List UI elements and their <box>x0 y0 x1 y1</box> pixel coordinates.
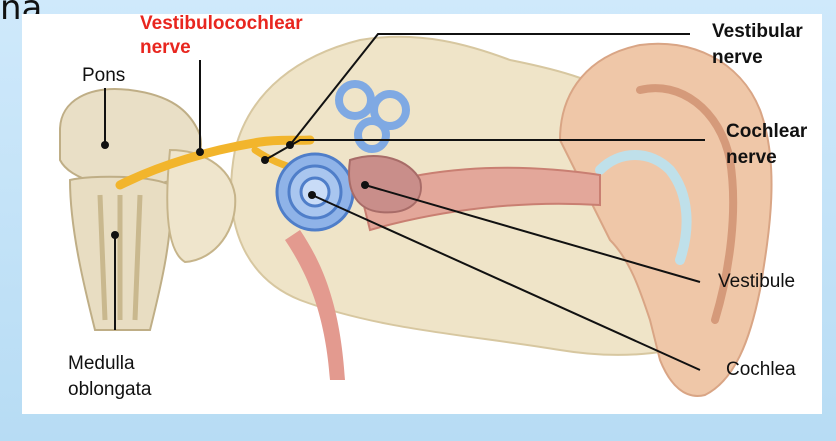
label-cochlear-line1: Cochlear <box>726 120 807 144</box>
label-medulla-line1: Medulla <box>68 352 135 376</box>
leader-dot-pons <box>101 141 109 149</box>
label-cochlea: Cochlea <box>726 358 796 382</box>
label-pons: Pons <box>82 64 125 88</box>
label-cochlear-line2: nerve <box>726 146 777 170</box>
label-vestibule: Vestibule <box>718 270 795 294</box>
label-vestibulocochlear-line1: Vestibulocochlear <box>140 12 303 36</box>
leader-dot-cochlear <box>261 156 269 164</box>
label-vestibular-line1: Vestibular <box>712 20 803 44</box>
label-vestibular-line2: nerve <box>712 46 763 70</box>
leader-dot-medulla <box>111 231 119 239</box>
leader-dot-vestibulocochlear <box>196 148 204 156</box>
leader-dot-vestibule <box>361 181 369 189</box>
leader-dot-cochlea <box>308 191 316 199</box>
label-medulla-line2: oblongata <box>68 378 151 402</box>
label-vestibulocochlear-line2: nerve <box>140 36 191 60</box>
